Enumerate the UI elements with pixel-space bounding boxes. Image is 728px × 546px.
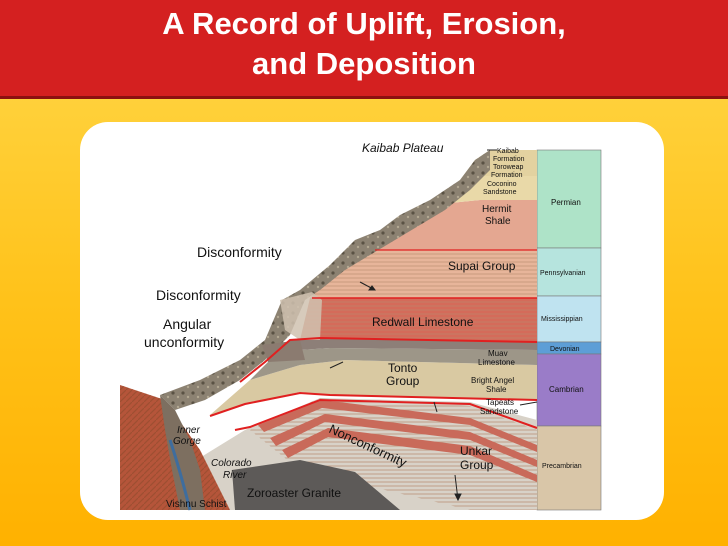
label-devonian: Devonian — [550, 346, 580, 353]
period-column — [536, 149, 602, 511]
label-cambrian: Cambrian — [549, 385, 584, 394]
title-line-2: and Deposition — [252, 46, 476, 81]
label-redwall: Redwall Limestone — [372, 315, 474, 329]
label-supai: Supai Group — [448, 259, 516, 273]
cambrian-band — [536, 353, 602, 427]
title-line-1: A Record of Uplift, Erosion, — [162, 6, 566, 41]
label-toroweap-1: Toroweap — [493, 164, 523, 171]
label-bright-angel-2: Shale — [486, 385, 507, 394]
label-tapeats-1: Tapeats — [486, 398, 514, 407]
label-unkar-1: Unkar — [460, 444, 492, 458]
label-kaibab-2: Formation — [493, 156, 525, 163]
label-kaibab-plateau: Kaibab Plateau — [362, 141, 444, 155]
mississippian-band — [536, 295, 602, 343]
label-bright-angel-1: Bright Angel — [471, 376, 514, 385]
label-tapeats-2: Sandstone — [480, 407, 519, 416]
title-bar: A Record of Uplift, Erosion, and Deposit… — [0, 0, 728, 99]
label-precambrian: Precambrian — [542, 463, 582, 470]
label-unkar-2: Group — [460, 458, 494, 472]
label-muav-2: Limestone — [478, 358, 515, 367]
permian-band — [536, 149, 602, 249]
label-hermit-2: Shale — [485, 216, 511, 227]
precambrian-band — [536, 425, 602, 511]
label-muav-1: Muav — [488, 349, 508, 358]
label-hermit-1: Hermit — [482, 204, 512, 215]
label-tonto-1: Tonto — [388, 361, 418, 375]
label-toroweap-2: Formation — [491, 172, 523, 179]
colorado-river — [168, 439, 192, 511]
unconformity-lines — [209, 249, 538, 431]
label-kaibab-1: Kaibab — [497, 148, 519, 155]
label-mississippian: Mississippian — [541, 316, 583, 323]
strata — [120, 150, 537, 510]
inner-gorge — [160, 395, 205, 510]
label-disconformity-lower: Disconformity — [156, 287, 241, 303]
label-coconino-2: Sandstone — [483, 189, 517, 196]
label-angular-1: Angular — [163, 316, 212, 332]
canyon-wall — [160, 150, 490, 410]
label-angular-2: unconformity — [144, 334, 224, 350]
label-vishnu: Vishnu Schist — [166, 499, 227, 510]
label-inner-2: Gorge — [173, 436, 201, 447]
label-disconformity-upper: Disconformity — [197, 244, 282, 260]
label-colorado-1: Colorado — [211, 458, 252, 469]
label-coconino-1: Coconino — [487, 181, 517, 188]
label-colorado-2: River — [223, 470, 247, 481]
label-pennsylvanian: Pennsylvanian — [540, 270, 586, 277]
label-inner-1: Inner — [177, 425, 200, 436]
pennsylvanian-band — [536, 247, 602, 297]
pointer-arrows — [329, 149, 538, 502]
label-tonto-2: Group — [386, 374, 420, 388]
label-permian: Permian — [551, 198, 581, 207]
label-zoroaster: Zoroaster Granite — [247, 486, 341, 500]
